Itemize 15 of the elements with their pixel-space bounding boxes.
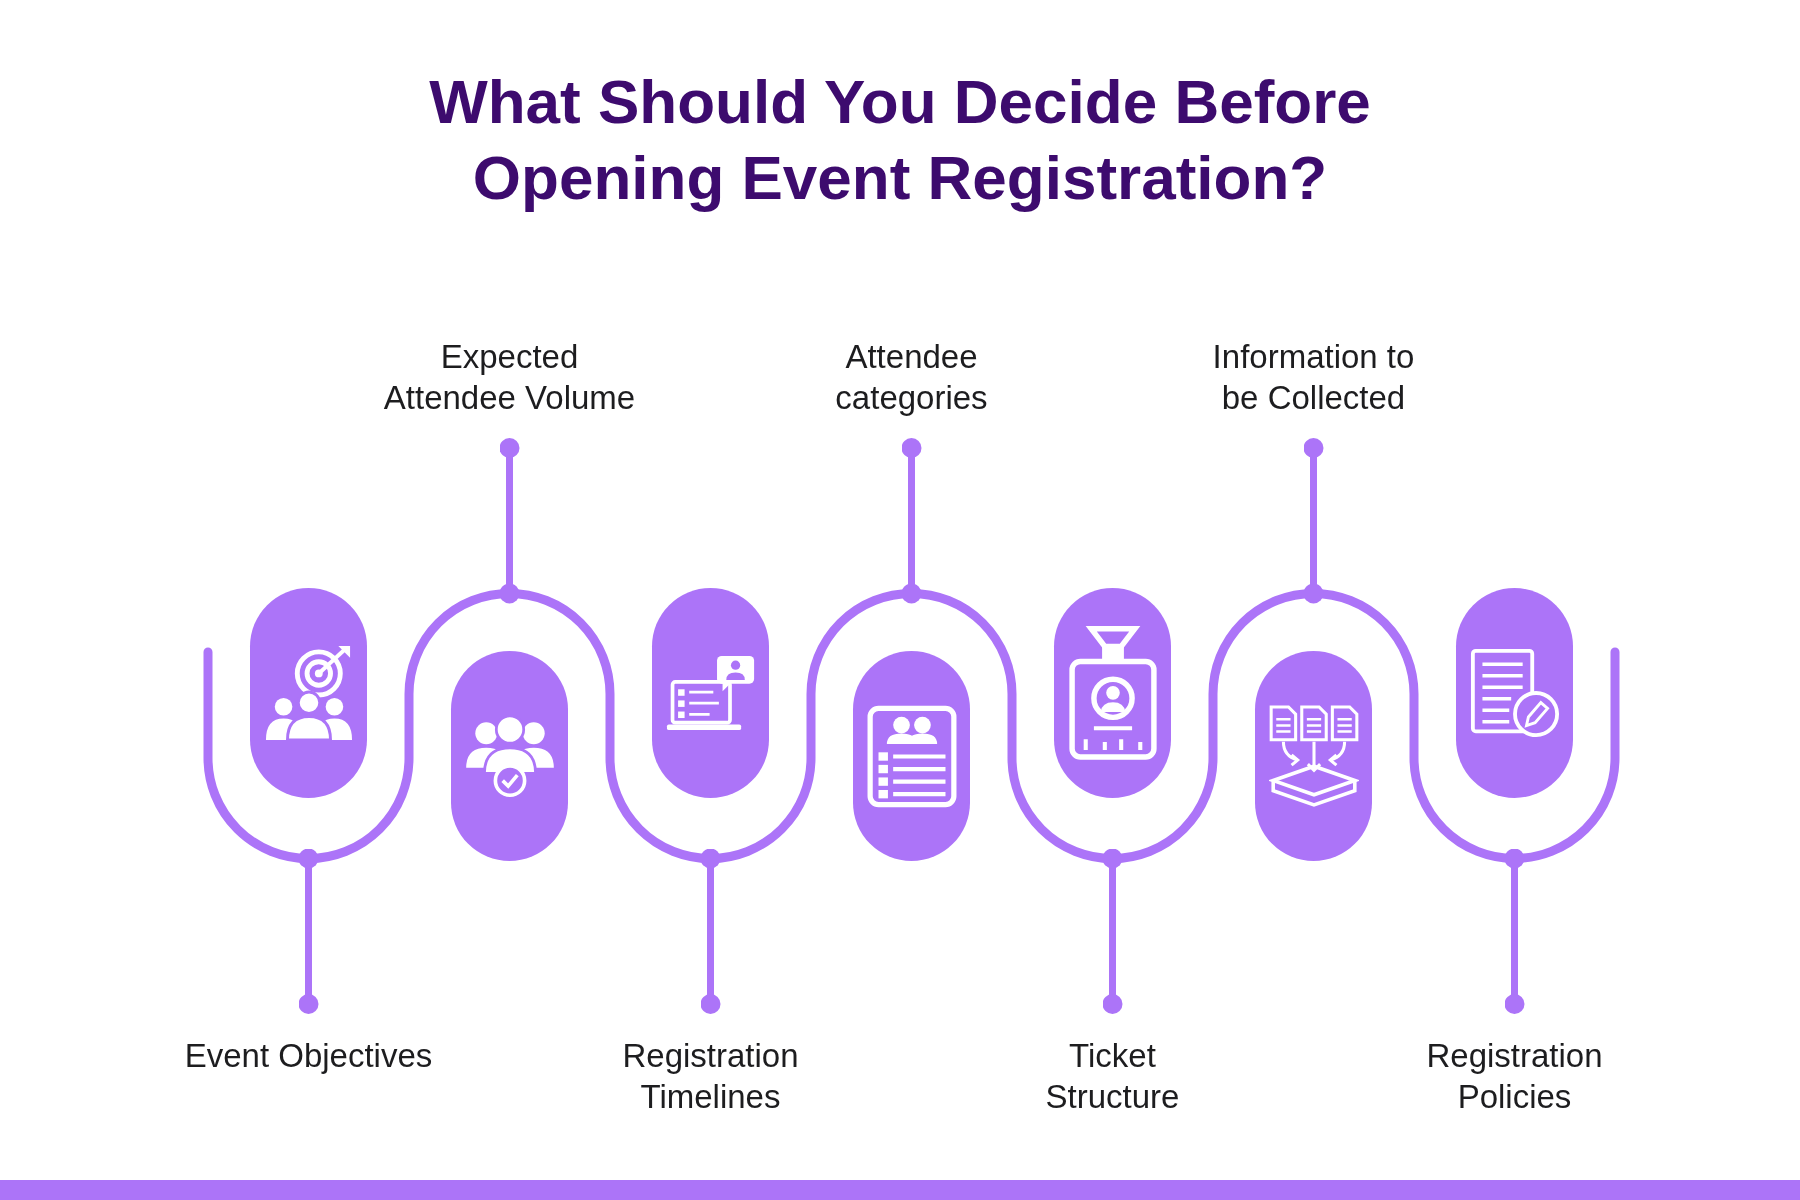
step-label: Ticket Structure (1044, 1036, 1181, 1117)
leader-line (700, 848, 721, 1014)
step-label: Attendee categories (834, 337, 989, 418)
leader-line (499, 438, 520, 604)
step-label: Information to be Collected (1211, 337, 1416, 418)
step-label: Expected Attendee Volume (382, 337, 637, 418)
leader-line (901, 438, 922, 604)
step-label: Registration Policies (1425, 1036, 1604, 1117)
leader-line (1102, 848, 1123, 1014)
leader-line (1303, 438, 1324, 604)
title: What Should You Decide Before Opening Event Registration? (428, 66, 1372, 214)
step-label: Event Objectives (183, 1036, 434, 1076)
leader-line (1504, 848, 1525, 1014)
step-label: Registration Timelines (621, 1036, 800, 1117)
leader-line (298, 848, 319, 1014)
